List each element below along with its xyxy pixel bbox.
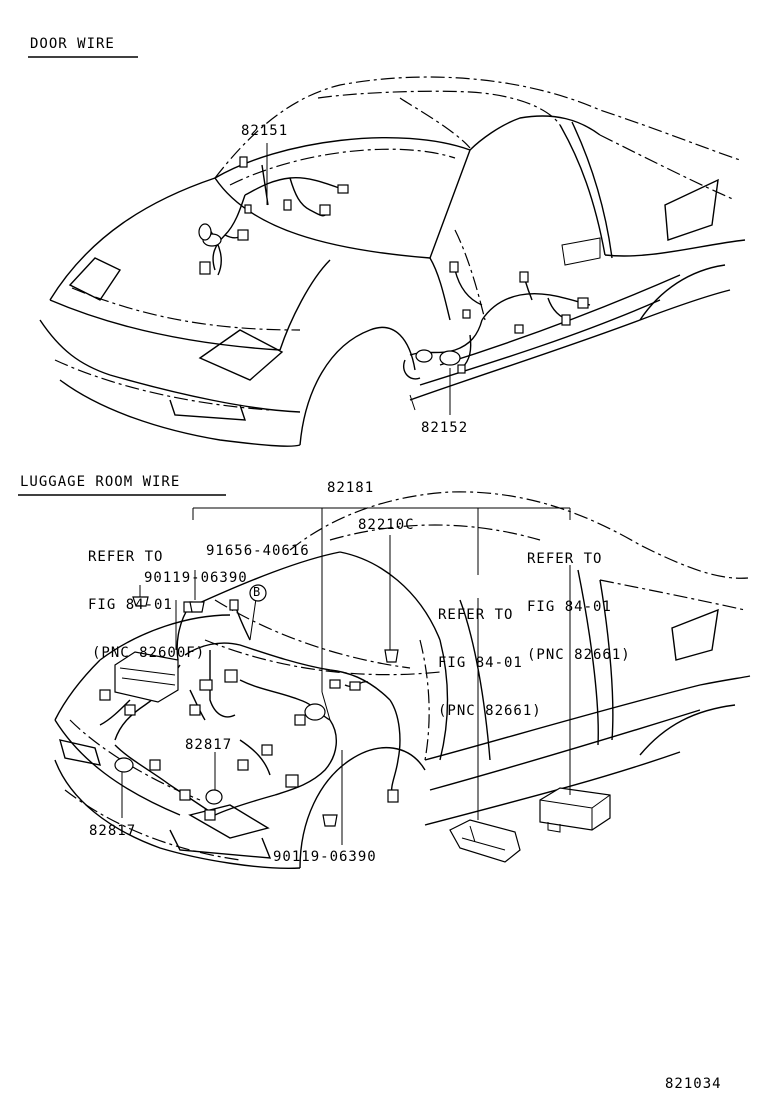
part-label-82181: 82181	[327, 480, 375, 496]
part-label-82817-upper: 82817	[185, 737, 233, 753]
ref3-line1: REFER TO	[527, 551, 603, 567]
ref1-line3: (PNC 82600F)	[92, 645, 206, 661]
section-title-door-wire: DOOR WIRE	[30, 36, 115, 52]
b-marker-circle	[249, 584, 267, 602]
part-label-82152: 82152	[421, 420, 469, 436]
reference-note-82600f: REFER TO FIG 84-01 (PNC 82600F)	[88, 517, 205, 677]
ref2-line1: REFER TO	[438, 607, 514, 623]
ref2-line3: (PNC 82661)	[438, 703, 542, 719]
ecu-box	[539, 787, 611, 833]
lower-car-body	[54, 491, 751, 869]
part-label-90119-06390-bottom: 90119-06390	[273, 849, 377, 865]
bracket	[449, 819, 521, 863]
ref1-line2: FIG 84-01	[88, 597, 173, 613]
marker-b-label: B	[253, 585, 261, 599]
reference-note-82661-center: REFER TO FIG 84-01 (PNC 82661)	[438, 575, 542, 735]
section-title-luggage-room-wire: LUGGAGE ROOM WIRE	[20, 474, 181, 490]
part-label-90119-06390-top: 90119-06390	[144, 570, 248, 586]
upper-car-body	[39, 76, 746, 447]
figure-number: 821034	[665, 1076, 722, 1092]
part-label-82151: 82151	[241, 123, 289, 139]
ref3-line2: FIG 84-01	[527, 599, 612, 615]
ref2-line2: FIG 84-01	[438, 655, 523, 671]
part-label-82210c: 82210C	[358, 517, 415, 533]
door-wire-harness-82152	[403, 261, 591, 380]
luggage-room-wire-harness	[99, 596, 401, 827]
ref1-line1: REFER TO	[88, 549, 164, 565]
ref3-line3: (PNC 82661)	[527, 647, 631, 663]
reference-note-82661-right: REFER TO FIG 84-01 (PNC 82661)	[527, 519, 631, 679]
door-wire-harness-82151	[198, 156, 349, 276]
part-label-91656-40616: 91656-40616	[206, 543, 310, 559]
part-label-82817-lower: 82817	[89, 823, 137, 839]
